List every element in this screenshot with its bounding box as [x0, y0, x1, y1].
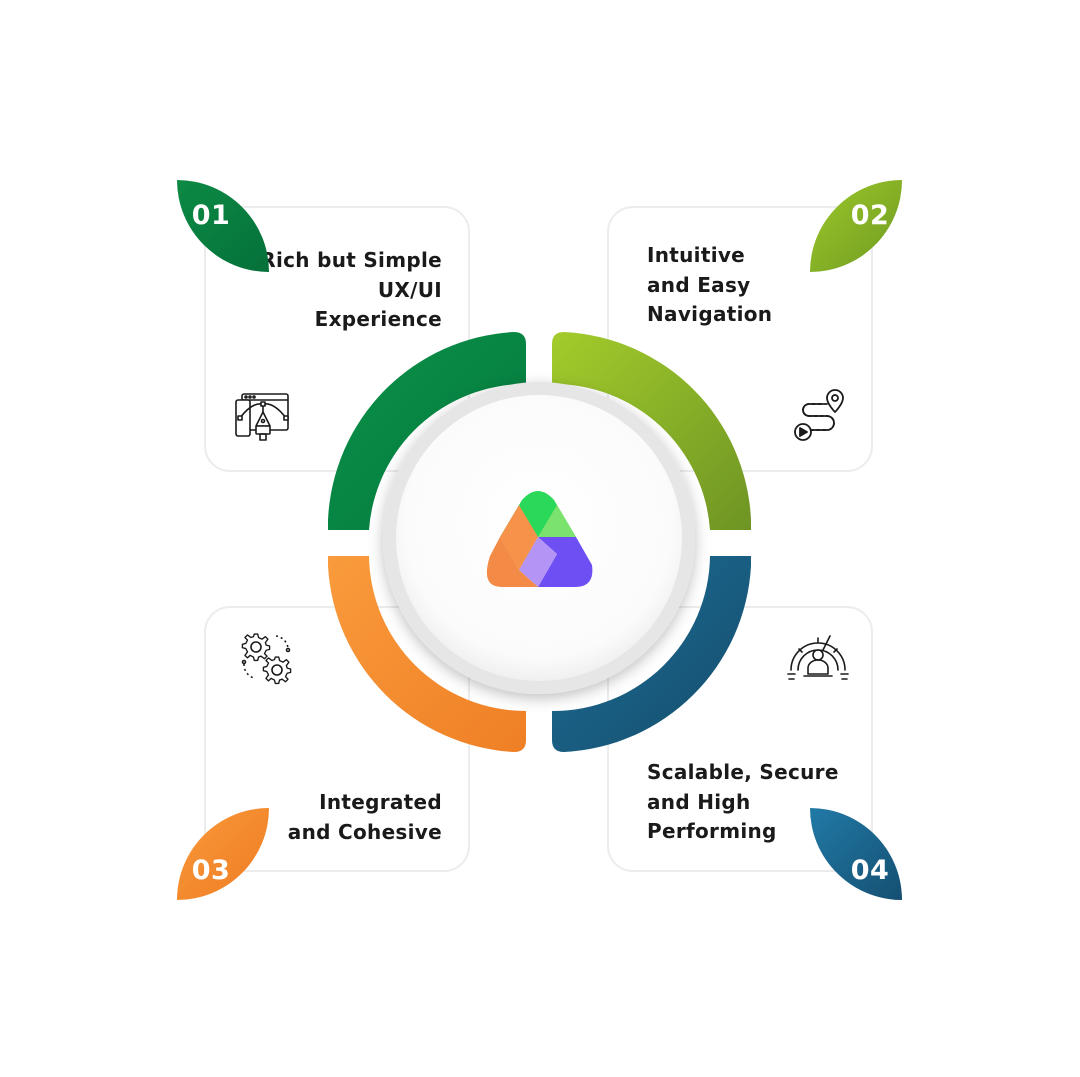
- feature-title-03: Integrated and Cohesive: [288, 788, 442, 847]
- triangle-logo-icon: [486, 491, 593, 587]
- feature-title-03-line-2: and Cohesive: [287, 819, 442, 844]
- feature-title-04-line-1: Scalable, Secure: [647, 760, 839, 784]
- feature-title-01-line-3: Experience: [314, 307, 442, 331]
- step-number-01: 01: [191, 199, 231, 231]
- feature-title-02-line-3: Navigation: [647, 302, 773, 326]
- step-number-03: 03: [191, 854, 231, 886]
- ux-design-icon: [235, 393, 289, 441]
- performance-gauge-icon: [787, 635, 849, 680]
- feature-title-02-line-2: and Easy: [647, 272, 751, 297]
- step-number-02: 02: [850, 199, 890, 231]
- quadrant-segment-01: [328, 332, 526, 530]
- feature-title-01: Rich but Simple UX/UI Experience: [260, 246, 442, 335]
- gears-icon: [241, 633, 292, 685]
- feature-title-02-line-1: Intuitive: [647, 243, 746, 267]
- feature-title-01-line-2: UX/UI: [377, 277, 442, 302]
- feature-title-02: Intuitive and Easy Navigation: [647, 241, 772, 330]
- step-number-04: 04: [850, 854, 890, 886]
- quadrant-segment-02: [552, 332, 751, 530]
- quadrant-segment-04: [552, 556, 751, 752]
- feature-title-01-line-1: Rich but Simple: [260, 248, 442, 272]
- feature-title-04-line-3: Performing: [647, 819, 777, 843]
- feature-card-01: Rich but Simple UX/UI Experience: [204, 206, 470, 472]
- feature-title-04-line-2: and High: [647, 789, 751, 814]
- quadrant-segment-03: [328, 556, 526, 752]
- feature-title-03-line-1: Integrated: [319, 790, 442, 814]
- navigation-route-icon: [794, 389, 844, 441]
- feature-title-04: Scalable, Secure and High Performing: [647, 758, 839, 847]
